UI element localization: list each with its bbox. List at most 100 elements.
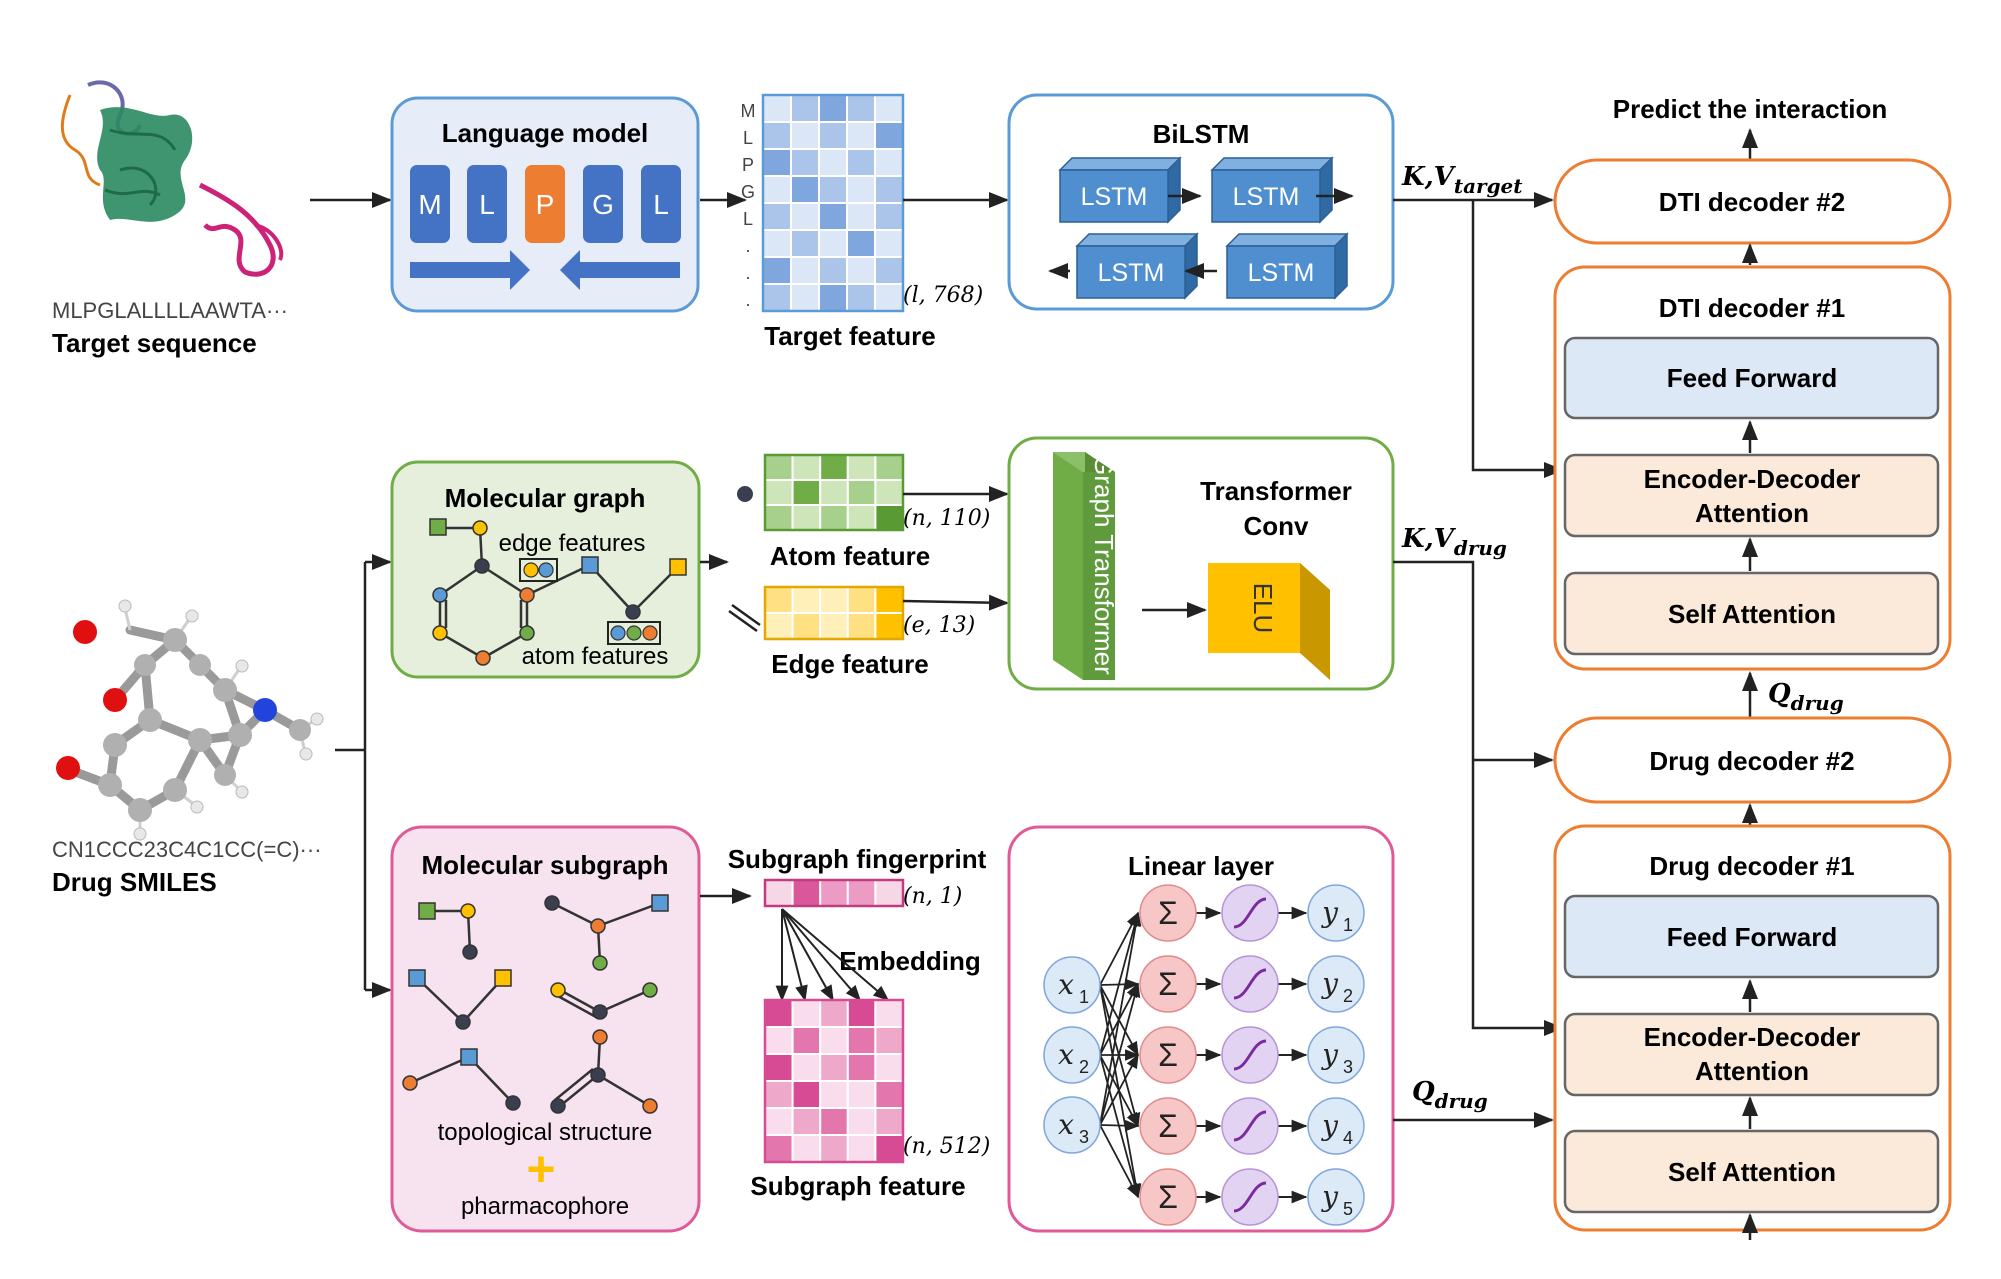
- linear-connection: [1099, 911, 1141, 1056]
- atom-feature-cell: [819, 479, 849, 506]
- drug-decoder-2-label: Drug decoder #2: [1649, 746, 1854, 776]
- elu-label: ELU: [1248, 583, 1278, 634]
- edge-feature-cell-border: [763, 585, 905, 641]
- subgraph-feature-cell: [874, 1053, 905, 1082]
- edge-feature-cell: [846, 612, 877, 640]
- output-node-label: y: [1320, 896, 1339, 929]
- target-feature-cell: [874, 256, 904, 285]
- subgraph-feature-cell: [764, 999, 794, 1028]
- molecular-subgraph-title: Molecular subgraph: [421, 850, 668, 880]
- linear-layer-title: Linear layer: [1128, 851, 1274, 881]
- q-drug-label-top: Qdrug: [1768, 679, 1844, 715]
- subgraph-feature-cell: [874, 1134, 905, 1163]
- target-feature-cell: [874, 148, 904, 177]
- edge-double-bond-icon: [728, 603, 761, 633]
- input-node: [1043, 956, 1101, 1014]
- target-feature-letter: P: [742, 155, 754, 175]
- lm-token-box: [641, 165, 681, 243]
- target-feature-letter: L: [743, 209, 753, 229]
- target-feature-cell: [818, 256, 848, 285]
- atom-bullet-icon: [737, 486, 753, 502]
- dti1-enc-dec-label-line1: Encoder-Decoder: [1644, 464, 1861, 494]
- drug-decoder-2-box: [1553, 716, 1952, 804]
- linear-connection: [1099, 982, 1141, 1126]
- subgraph-feature-cell: [846, 999, 877, 1028]
- fingerprint-cell: [764, 879, 794, 907]
- atom-feature-cell: [791, 479, 822, 506]
- subgraph-feature-cell: [874, 1080, 905, 1109]
- atom-feature-matrix: [763, 453, 905, 532]
- output-node-subscript: 2: [1343, 986, 1353, 1006]
- q-drug-label-bottom: Qdrug: [1412, 1077, 1488, 1113]
- target-feature-cell: [790, 256, 820, 285]
- subgraph-feature-cell: [819, 1107, 849, 1136]
- atom-feature-cell: [846, 479, 877, 506]
- fingerprint-cell: [819, 879, 849, 907]
- lm-token-row: M L P G L: [410, 165, 681, 243]
- target-feature-cell: [846, 94, 876, 123]
- lm-token-text: L: [479, 189, 495, 220]
- sigmoid-curve-icon: [1233, 897, 1267, 929]
- pharmacophore-label: pharmacophore: [461, 1193, 629, 1220]
- atom-features-label: atom features: [522, 643, 669, 670]
- output-node-label: y: [1320, 967, 1339, 1000]
- arrow-edge-to-conv: [902, 594, 1009, 611]
- bilstm-title: BiLSTM: [1153, 119, 1250, 149]
- edge-feature-cell: [791, 612, 822, 640]
- subgraph-feature-cell: [874, 999, 905, 1028]
- transformer-conv-title-line2: Conv: [1244, 511, 1310, 541]
- lstm-cell-label: LSTM: [1233, 183, 1300, 211]
- input-node-subscript: 2: [1079, 1057, 1089, 1077]
- target-feature-cell: [818, 94, 848, 123]
- atom-feature-cell: [791, 454, 822, 481]
- sum-node: [1139, 884, 1197, 942]
- molecular-graph-title: Molecular graph: [445, 483, 646, 513]
- embedding-label: Embedding: [839, 946, 981, 976]
- sum-symbol: Σ: [1158, 895, 1178, 931]
- target-feature-cell: [846, 256, 876, 285]
- atom-feature-cell: [764, 504, 794, 531]
- target-feature-cell: [818, 283, 848, 312]
- atom-feature-cell: [874, 454, 905, 481]
- target-feature-label: Target feature: [764, 321, 935, 351]
- subgraph-feature-cell: [874, 1107, 905, 1136]
- target-feature-cell: [790, 283, 820, 312]
- embedding-arrows: [775, 908, 890, 1002]
- dti1-enc-dec-attention-block: [1563, 453, 1940, 538]
- kv-target-label: K,Vtarget: [1401, 162, 1523, 198]
- lstm-cell: [1076, 245, 1186, 299]
- lstm-cell-side: [1334, 232, 1348, 300]
- target-feature-row-letters: MLPGL...: [741, 101, 756, 310]
- target-feature-cell: [790, 94, 820, 123]
- sum-node: [1139, 1097, 1197, 1155]
- lm-token-text: P: [536, 189, 555, 220]
- dti1-feed-forward-block: [1563, 336, 1940, 420]
- elu-block: [1208, 563, 1330, 680]
- graph-transformer-label: Graph Transformer: [1089, 455, 1119, 675]
- target-feature-cell: [818, 202, 848, 231]
- target-feature-cell: [818, 175, 848, 204]
- subgraph-feature-cell: [764, 1080, 794, 1109]
- subgraph-feature-cell: [819, 1080, 849, 1109]
- drug1-feed-forward-block: [1563, 894, 1940, 979]
- target-feature-cell: [874, 175, 904, 204]
- atom-feature-cell: [764, 454, 794, 481]
- target-feature-cell: [762, 148, 792, 177]
- output-node-subscript: 1: [1343, 915, 1353, 935]
- topological-structure-label: topological structure: [438, 1119, 653, 1146]
- target-feature-cell: [790, 121, 820, 150]
- target-feature-cell: [846, 283, 876, 312]
- drug-smiles-text: CN1CCC23C4C1CC(=C)···: [52, 837, 322, 862]
- subgraph-fingerprint-label: Subgraph fingerprint: [728, 844, 987, 874]
- drug1-enc-dec-label-line2: Attention: [1695, 1056, 1809, 1086]
- fingerprint-cell: [791, 879, 822, 907]
- linear-connection: [1099, 1119, 1140, 1132]
- target-feature-cell-border: [761, 93, 905, 313]
- dti1-self-attention-label: Self Attention: [1668, 599, 1836, 629]
- lm-token-box: [583, 165, 623, 243]
- edge-feature-shape: (e, 13): [903, 613, 975, 638]
- language-model-title: Language model: [442, 118, 649, 148]
- subgraph-feature-cell: [764, 1134, 794, 1163]
- target-feature-letter: L: [743, 128, 753, 148]
